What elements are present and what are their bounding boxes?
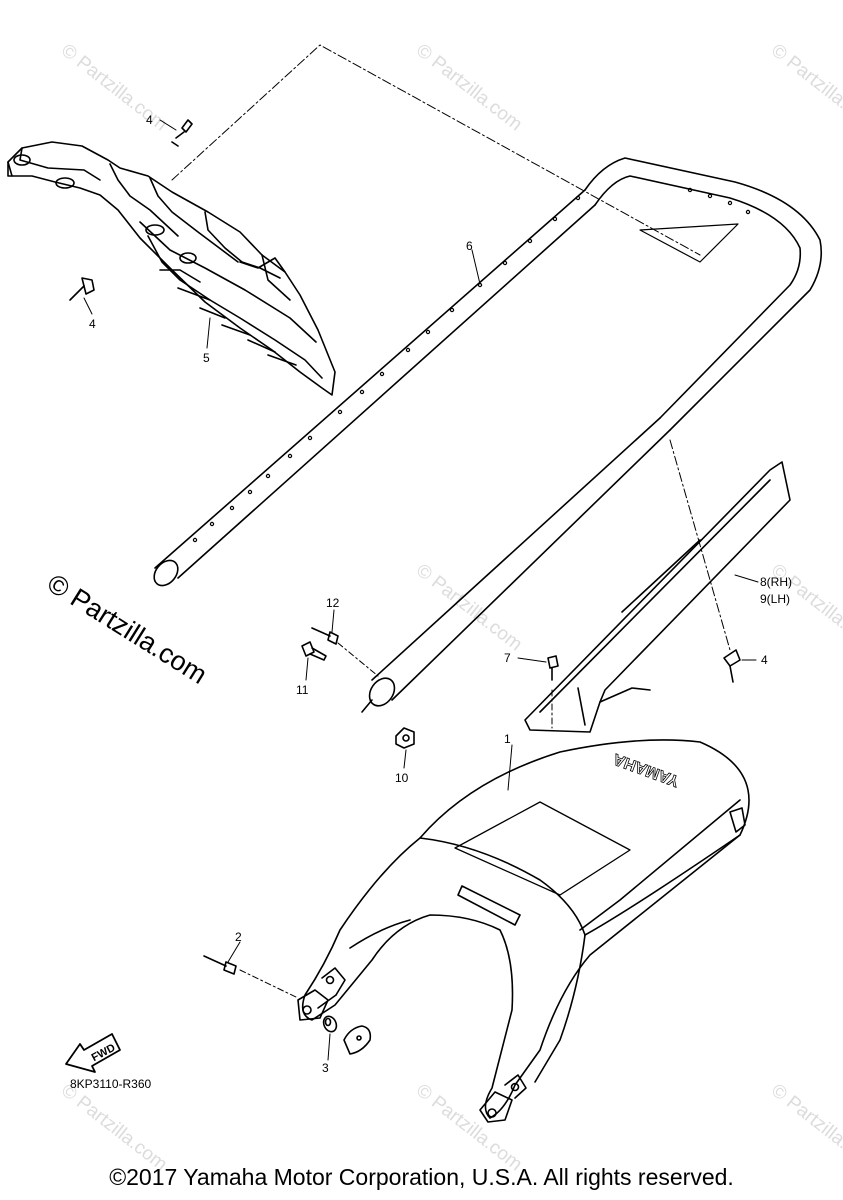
grommet-3	[322, 1015, 372, 1055]
nut-10	[395, 727, 415, 749]
rivet-12	[311, 627, 339, 645]
callout-10: 10	[395, 771, 409, 785]
copyright-notice: ©2017 Yamaha Motor Corporation, U.S.A. A…	[109, 1164, 734, 1190]
callout-2: 2	[235, 930, 242, 944]
rivet-4-top	[171, 119, 193, 147]
frame-part-6	[153, 157, 823, 713]
rivet-2	[203, 955, 237, 975]
callout-4: 4	[761, 653, 768, 667]
rivet-4-right	[723, 649, 741, 683]
callout-7: 7	[504, 651, 511, 665]
rivet-7	[547, 655, 559, 681]
bolt-11	[301, 641, 327, 661]
leader-lines	[83, 44, 759, 1061]
rear-flap-part-5	[7, 141, 336, 396]
seat-part-1	[297, 739, 750, 1123]
callout-8: 8(RH)	[760, 575, 792, 589]
seat-brand-logo: YAMAHA	[611, 750, 682, 790]
callout-9: 9(LH)	[760, 592, 791, 606]
callout-11: 11	[296, 683, 309, 697]
callout-3: 3	[322, 1061, 329, 1075]
callout-4: 4	[146, 113, 153, 127]
fwd-arrow-icon: FWD	[65, 1033, 121, 1073]
callout-12: 12	[326, 596, 340, 610]
callout-1: 1	[504, 732, 511, 746]
diagram-code: 8KP3110-R360	[70, 1077, 152, 1091]
rivet-4-left	[69, 277, 95, 301]
callout-6: 6	[466, 239, 473, 253]
side-trim-part-8-9	[524, 461, 791, 733]
callout-4: 4	[89, 317, 96, 331]
callout-5: 5	[203, 351, 210, 365]
